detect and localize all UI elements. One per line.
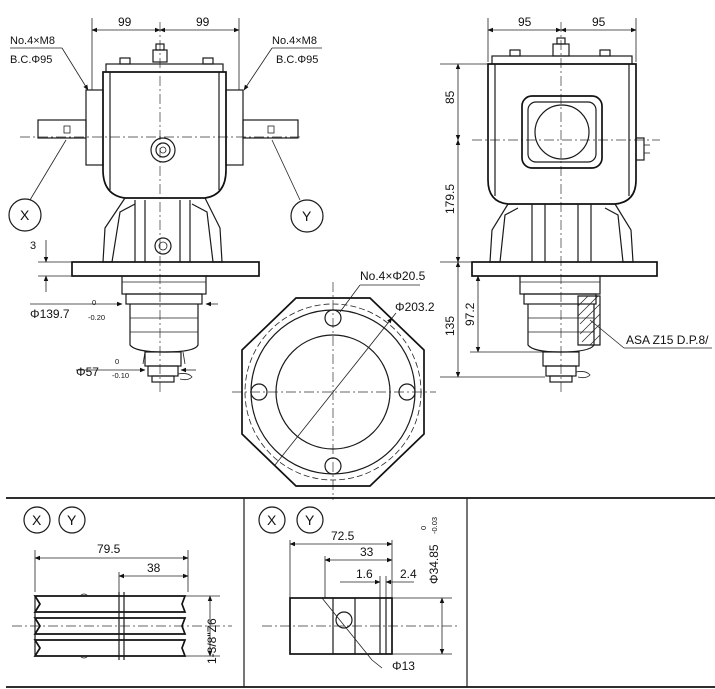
dim-3: 3 bbox=[30, 240, 36, 252]
dim-pilot-dia: Φ139.7 bbox=[30, 307, 70, 321]
flange-bolt-circle: Φ203.2 bbox=[395, 300, 435, 314]
dim-shaft-tol-up: 0 bbox=[115, 357, 119, 366]
detail-right-balloon-x bbox=[258, 506, 286, 534]
dim-hole: Φ13 bbox=[392, 659, 415, 673]
dim-72-5: 72.5 bbox=[331, 529, 355, 543]
side-view: 95 95 bbox=[440, 15, 712, 395]
dim-95-left: 95 bbox=[518, 15, 532, 29]
dim-85: 85 bbox=[443, 90, 457, 104]
dim-179-5: 179.5 bbox=[443, 184, 457, 214]
detail-right-balloon-y bbox=[296, 506, 324, 534]
detail-right-y: Y bbox=[305, 512, 315, 528]
detail-right-x: X bbox=[267, 512, 277, 528]
right-bc-note: B.C.Φ95 bbox=[276, 54, 318, 66]
left-bc-note: B.C.Φ95 bbox=[10, 54, 52, 66]
dim-79-5: 79.5 bbox=[97, 542, 121, 556]
dim-dia-tol-up: 0 bbox=[419, 526, 428, 530]
balloon-x-label: X bbox=[20, 207, 30, 223]
dim-shaft-dia: Φ57 bbox=[76, 365, 99, 379]
balloon-y bbox=[290, 199, 324, 233]
dim-dia-tol-low: -0.03 bbox=[430, 517, 439, 534]
detail-left-balloon-x bbox=[23, 506, 51, 534]
detail-left: X Y 79.5 38 1-3/8"Z6 bbox=[12, 506, 232, 664]
dim-95-right: 95 bbox=[592, 15, 606, 29]
dim-1-6: 1.6 bbox=[356, 567, 373, 581]
detail-left-balloon-y bbox=[58, 506, 86, 534]
dim-99-right: 99 bbox=[196, 15, 210, 29]
dim-33: 33 bbox=[360, 545, 374, 559]
dim-99-left: 99 bbox=[118, 15, 132, 29]
flange-holes-note: No.4×Φ20.5 bbox=[360, 269, 426, 283]
front-view: 99 99 No.4×M8 B.C.Φ95 No.4×M8 B.C.Φ95 bbox=[8, 15, 324, 395]
dim-shaft-dia-detail: Φ34.85 bbox=[427, 544, 441, 584]
dim-shaft-tol-low: -0.10 bbox=[112, 371, 129, 380]
detail-left-x: X bbox=[32, 512, 42, 528]
left-bolt-note: No.4×M8 bbox=[10, 35, 55, 47]
right-bolt-note: No.4×M8 bbox=[272, 35, 317, 47]
detail-table bbox=[6, 497, 715, 688]
flange-view: Φ203.2 No.4×Φ20.5 bbox=[232, 269, 436, 500]
spline-note: ASA Z15 D.P.8/ bbox=[626, 333, 709, 347]
dim-2-4: 2.4 bbox=[400, 567, 417, 581]
balloon-y-label: Y bbox=[302, 208, 312, 224]
detail-right: X Y 72.5 33 1.6 2.4 Φ13 Φ34.85 0 -0.03 bbox=[258, 506, 460, 673]
dim-135: 135 bbox=[443, 316, 457, 336]
dim-pilot-tol-low: -0.20 bbox=[88, 313, 105, 322]
detail-left-y: Y bbox=[67, 512, 77, 528]
balloon-x bbox=[8, 198, 42, 232]
dim-pilot-tol-up: 0 bbox=[92, 298, 96, 307]
dim-97-2: 97.2 bbox=[463, 302, 477, 326]
dim-38: 38 bbox=[147, 561, 161, 575]
dim-spline: 1-3/8"Z6 bbox=[205, 618, 219, 664]
